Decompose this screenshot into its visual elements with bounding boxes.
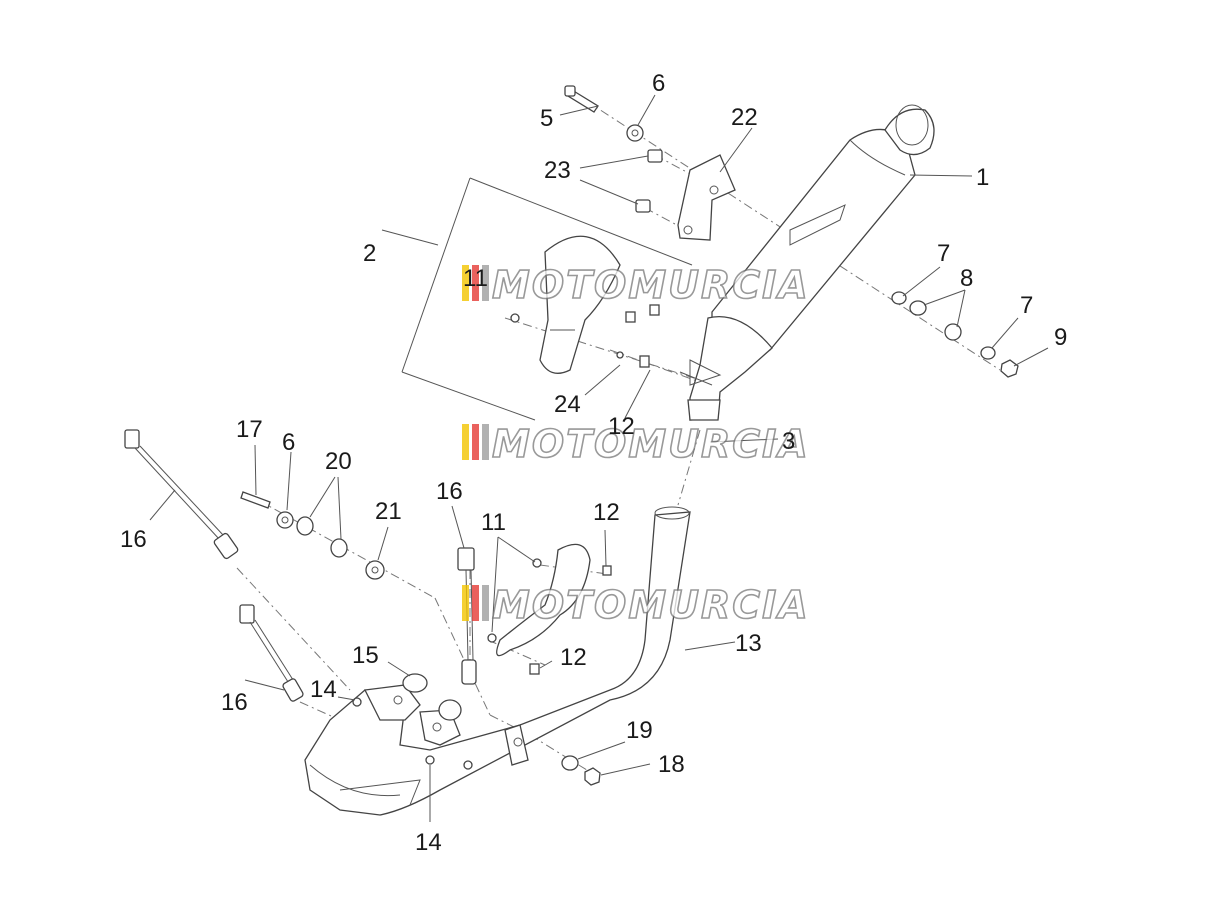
watermark-3: MOTOMURCIA	[462, 582, 810, 628]
callout-13: 13	[735, 630, 762, 657]
callout-6: 6	[652, 70, 665, 97]
watermark-stripe-red	[472, 585, 479, 621]
watermark-2: MOTOMURCIA	[462, 421, 810, 467]
watermark-stripe-grey	[482, 265, 489, 301]
bushing-21	[365, 560, 385, 580]
lambda-sensor	[124, 429, 477, 702]
callout-7: 7	[1020, 292, 1033, 319]
callout-21: 21	[375, 498, 402, 525]
rubber-damper-6	[276, 124, 644, 529]
callout-24: 24	[554, 391, 581, 418]
callout-17: 17	[236, 416, 263, 443]
watermark-stripe-yellow	[462, 585, 469, 621]
watermark-text: MOTOMURCIA	[492, 263, 810, 307]
callout-14: 14	[310, 676, 337, 703]
callout-15: 15	[352, 642, 379, 669]
callout-22: 22	[731, 104, 758, 131]
callout-7: 7	[937, 240, 950, 267]
bolt-17	[240, 491, 271, 509]
leader-lines	[149, 94, 1049, 822]
callout-12: 12	[608, 413, 635, 440]
callout-12: 12	[593, 499, 620, 526]
callout-11: 11	[463, 265, 488, 292]
callout-8: 8	[960, 265, 973, 292]
watermark-stripe-yellow	[462, 424, 469, 460]
watermark-stripe-red	[472, 265, 479, 301]
bolt-5	[564, 85, 599, 113]
callout-3: 3	[782, 428, 795, 455]
muffler-bracket	[677, 154, 736, 241]
rubber-ring-8	[909, 300, 962, 341]
callout-16: 16	[436, 478, 463, 505]
callout-14: 14	[415, 829, 442, 856]
rubber-20	[296, 516, 348, 558]
watermark-stripe-grey	[482, 424, 489, 460]
gasket-15	[402, 673, 462, 721]
heat-shield-upper	[510, 235, 660, 374]
washer-7	[891, 291, 996, 360]
callout-9: 9	[1054, 324, 1067, 351]
callout-labels: 1 2 3 5 6 6 7 7 8 9 11 11 12 12 12 13 14…	[120, 70, 1067, 856]
callout-19: 19	[626, 717, 653, 744]
callout-2: 2	[363, 240, 376, 267]
callout-5: 5	[540, 105, 553, 132]
watermark-1: MOTOMURCIA	[462, 262, 810, 308]
callout-16: 16	[221, 689, 248, 716]
heat-shield-kit-bracket	[401, 177, 693, 421]
callout-16: 16	[120, 526, 147, 553]
muffler	[679, 104, 935, 421]
washer-19	[561, 755, 579, 771]
watermark-stripe-red	[472, 424, 479, 460]
bolt-23	[635, 149, 663, 213]
callout-20: 20	[325, 448, 352, 475]
watermark-text: MOTOMURCIA	[492, 422, 810, 466]
watermark-stripe-grey	[482, 585, 489, 621]
callout-11: 11	[481, 509, 506, 536]
watermark-stripe-yellow	[462, 265, 469, 301]
heat-shield-lower	[487, 543, 612, 675]
callout-18: 18	[658, 751, 685, 778]
callout-23: 23	[544, 157, 571, 184]
nut-9	[1000, 359, 1019, 378]
callout-6: 6	[282, 429, 295, 456]
callout-1: 1	[976, 164, 989, 191]
nut-18	[584, 767, 601, 786]
watermark-text: MOTOMURCIA	[492, 583, 810, 627]
callout-12: 12	[560, 644, 587, 671]
